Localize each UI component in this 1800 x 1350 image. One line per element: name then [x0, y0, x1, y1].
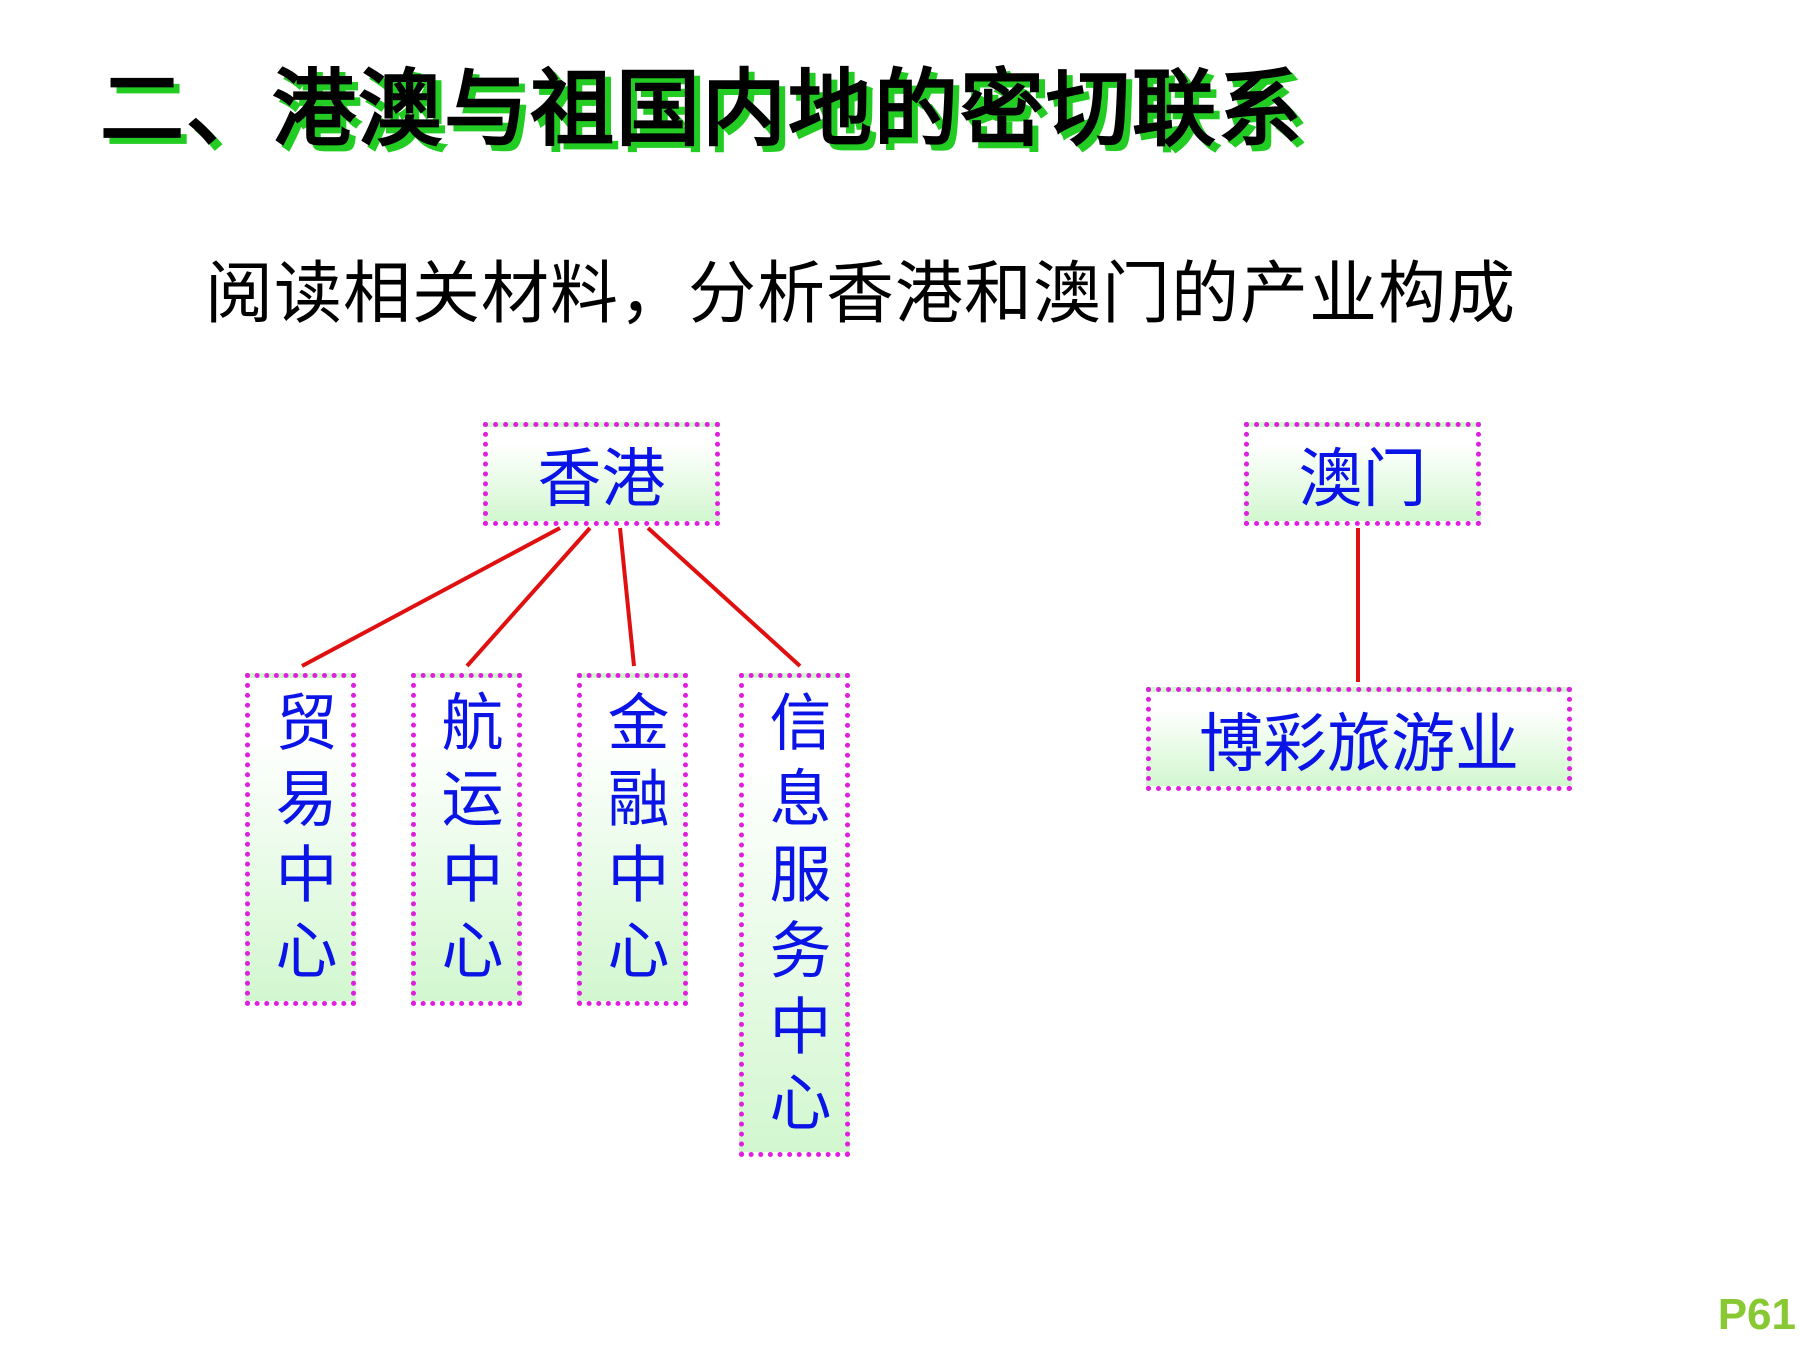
node-macau: 澳门 — [1244, 422, 1481, 526]
slide-title: 二、港澳与祖国内地的密切联系 — [100, 60, 1305, 158]
node-hk-shipping-center: 航运中心 — [411, 673, 522, 1006]
node-macau-gaming-tourism-label: 博彩旅游业 — [1199, 708, 1519, 782]
node-hongkong: 香港 — [483, 422, 720, 526]
node-hk-finance-center: 金融中心 — [577, 673, 688, 1006]
node-hk-shipping-center-label: 航运中心 — [430, 690, 504, 994]
node-hk-info-service-center: 信息服务中心 — [739, 673, 850, 1157]
slide-subtitle: 阅读相关材料，分析香港和澳门的产业构成 — [205, 255, 1517, 334]
node-macau-label: 澳门 — [1298, 443, 1427, 517]
node-hk-trade-center: 贸易中心 — [245, 673, 356, 1006]
connector-hk-finance — [618, 527, 636, 667]
page-number: P61 — [1717, 1290, 1796, 1339]
connector-hk-trade — [301, 526, 561, 668]
node-macau-gaming-tourism: 博彩旅游业 — [1146, 687, 1572, 791]
node-hk-info-service-center-label: 信息服务中心 — [758, 690, 832, 1146]
connector-hk-shipping — [465, 526, 592, 668]
node-hk-finance-center-label: 金融中心 — [596, 690, 670, 994]
connector-hk-info — [646, 526, 802, 668]
node-hk-trade-center-label: 贸易中心 — [264, 690, 338, 994]
node-hongkong-label: 香港 — [537, 443, 666, 517]
